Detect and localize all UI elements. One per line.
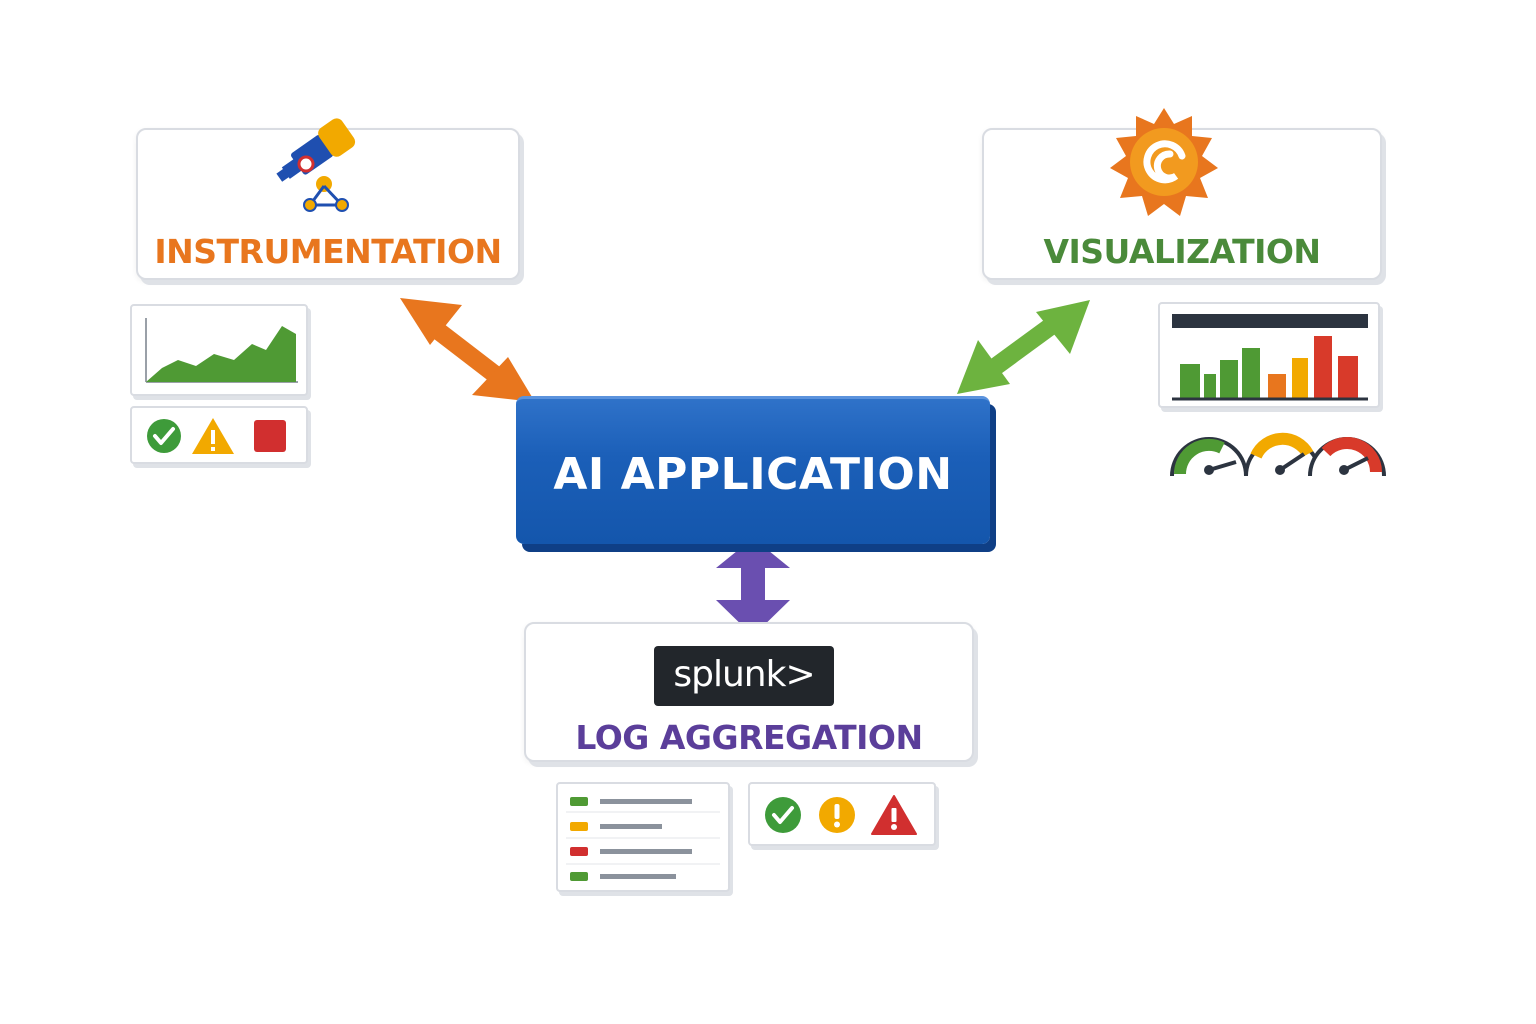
check-circle-icon [147, 419, 181, 453]
instrumentation-status-panel [130, 406, 308, 464]
log-aggregation-label: LOG AGGREGATION [575, 718, 923, 757]
telescope-icon [276, 118, 356, 212]
log-aggregation-card[interactable]: splunk> LOG AGGREGATION [524, 622, 974, 762]
splunk-logo: splunk> [654, 646, 834, 706]
visualization-label: VISUALIZATION [1043, 232, 1321, 271]
visualization-chart-panel [1158, 302, 1380, 408]
grafana-logo-icon [1110, 108, 1218, 216]
bar-chart-icon [1172, 314, 1368, 401]
error-square-icon [254, 420, 286, 452]
instrumentation-card[interactable]: INSTRUMENTATION [136, 118, 520, 280]
exclamation-circle-icon [819, 797, 855, 833]
gauge-red-icon [1308, 437, 1386, 477]
gauge-amber-icon [1244, 432, 1322, 477]
ai-application-box[interactable]: AI APPLICATION [516, 396, 990, 544]
instrumentation-label: INSTRUMENTATION [154, 232, 502, 271]
log-list-panel [556, 782, 730, 892]
area-chart-icon [145, 318, 298, 383]
log-status-panel [748, 782, 936, 846]
warning-triangle-icon [192, 418, 234, 454]
check-circle-icon [765, 797, 801, 833]
gauge-green-icon [1170, 437, 1248, 477]
log-lines-icon [566, 797, 720, 881]
instrumentation-chart-panel [130, 304, 308, 396]
warning-triangle-icon [871, 795, 917, 835]
ai-application-label: AI APPLICATION [553, 449, 953, 500]
visualization-card[interactable]: VISUALIZATION [982, 108, 1382, 280]
